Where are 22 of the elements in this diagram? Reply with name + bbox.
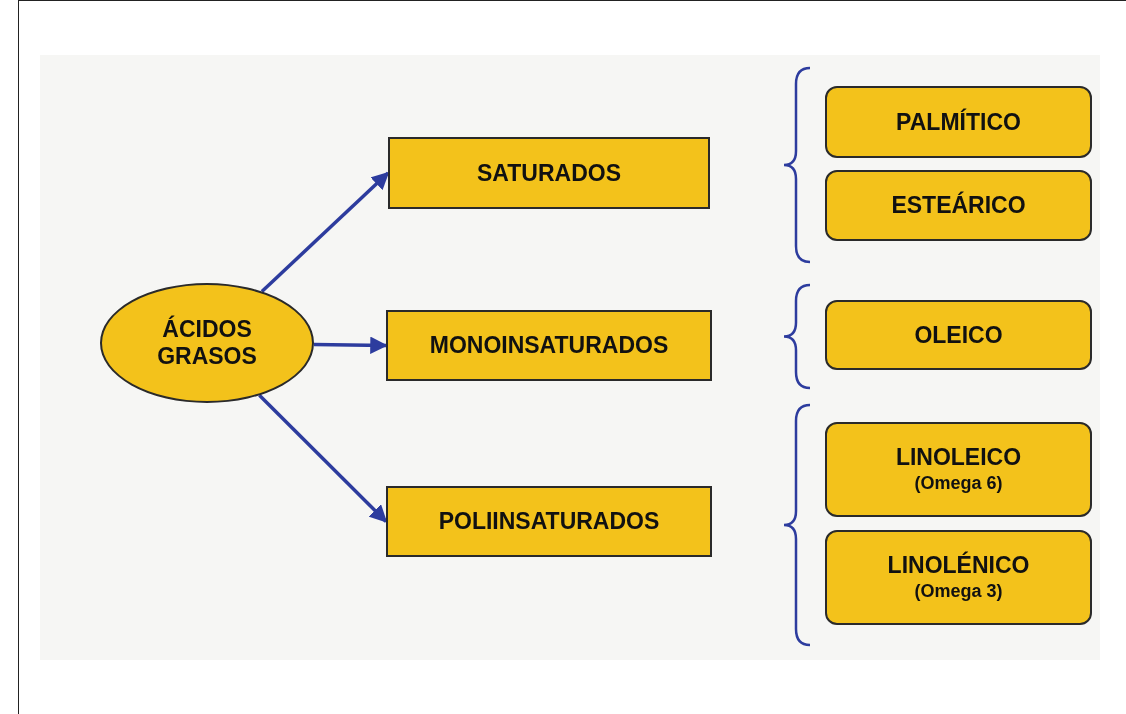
arrow (260, 171, 390, 293)
category-box (388, 137, 710, 209)
node-label: LINOLEICO (895, 444, 1022, 471)
arrow (313, 336, 388, 355)
example-box (825, 422, 1092, 517)
node-label: PALMÍTICO (896, 108, 1021, 136)
category-box (386, 486, 712, 557)
node-sublabel: (Omega 6) (914, 472, 1003, 495)
node-sublabel: (Omega 3) (914, 580, 1003, 603)
node-label: OLEICO (914, 321, 1003, 349)
arrow (258, 394, 388, 523)
node-label: POLIINSATURADOS (438, 508, 660, 535)
node-label: ÁCIDOS GRASOS (156, 316, 258, 370)
example-box (825, 170, 1092, 241)
example-box (825, 530, 1092, 625)
category-box (386, 310, 712, 381)
node-label: MONOINSATURADOS (429, 332, 669, 359)
node-label: SATURADOS (477, 159, 621, 187)
example-box (825, 300, 1092, 370)
example-box (825, 86, 1092, 158)
node-label: LINOLÉNICO (887, 552, 1030, 579)
node-label: ESTEÁRICO (891, 192, 1026, 219)
